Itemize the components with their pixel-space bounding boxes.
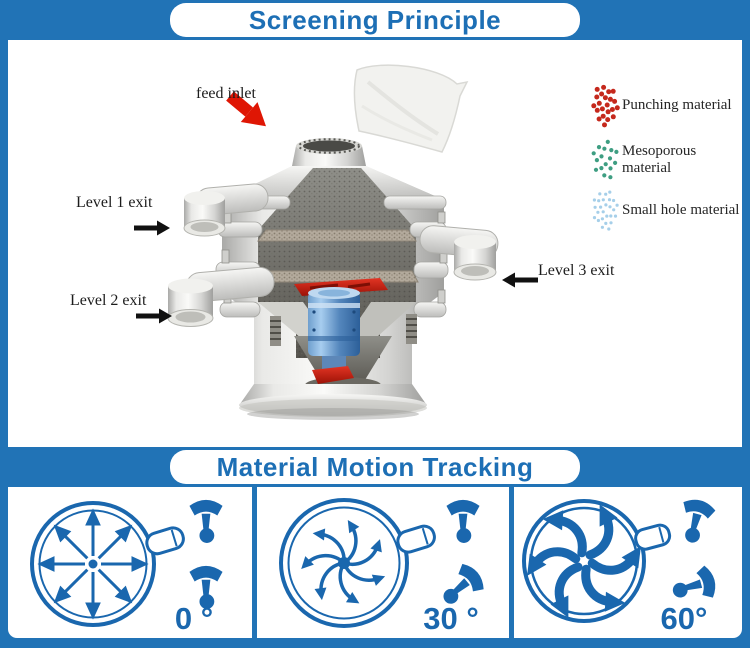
upper-weight-icon: [185, 492, 227, 546]
feed-inlet-label: feed inlet: [196, 85, 256, 102]
header-band: Screening Principle: [0, 0, 750, 40]
machine-body: [167, 138, 499, 420]
page-title: Screening Principle: [170, 3, 580, 37]
spring-left: [270, 316, 281, 346]
level-2-arrow: [136, 308, 172, 324]
spring-right: [406, 314, 417, 344]
motion-panel-30: 30 °: [257, 487, 509, 638]
motion-panel-0: 0 °: [8, 487, 252, 638]
vibration-motor: [294, 278, 388, 384]
upper-weight-icon: [669, 487, 724, 550]
spiral-motion-diagram: [279, 498, 436, 628]
phase-angle-label: 60°: [660, 601, 708, 636]
sieve-outlet-spout: [145, 526, 185, 556]
radial-motion-diagram: [30, 501, 185, 627]
eccentric-weights: [178, 492, 234, 612]
eccentric-weights: [668, 492, 724, 612]
level-1-exit-label: Level 1 exit: [76, 194, 153, 211]
level-2-outlet: [167, 266, 275, 327]
motion-tracking-panels: 0 °: [0, 487, 750, 648]
level-1-outlet: [183, 183, 269, 237]
sieve-outlet-spout: [634, 523, 672, 551]
upper-weight-icon: [442, 492, 484, 546]
level-3-exit-label: Level 3 exit: [538, 262, 615, 279]
level-1-arrow: [134, 220, 170, 236]
sieve-outlet-spout: [396, 524, 436, 554]
eccentric-weights: [435, 492, 491, 612]
machine-illustration: [134, 64, 538, 420]
phase-angle-label: 0 °: [174, 601, 214, 636]
motion-panel-60: 60°: [514, 487, 742, 638]
tracking-title: Material Motion Tracking: [170, 450, 580, 484]
tracking-band: Material Motion Tracking: [0, 447, 750, 487]
level-2-exit-label: Level 2 exit: [70, 292, 147, 309]
level-3-outlet: [419, 225, 499, 281]
vortex-motion-diagram: [522, 499, 672, 623]
phase-angle-label: 30 °: [423, 601, 479, 636]
feed-inlet-arrow: [226, 91, 267, 127]
level-3-arrow: [502, 272, 538, 288]
screening-principle-section: feed inlet Level 1 exit Level 2 exit Lev…: [0, 40, 750, 447]
cloth-sheet: [353, 64, 469, 153]
